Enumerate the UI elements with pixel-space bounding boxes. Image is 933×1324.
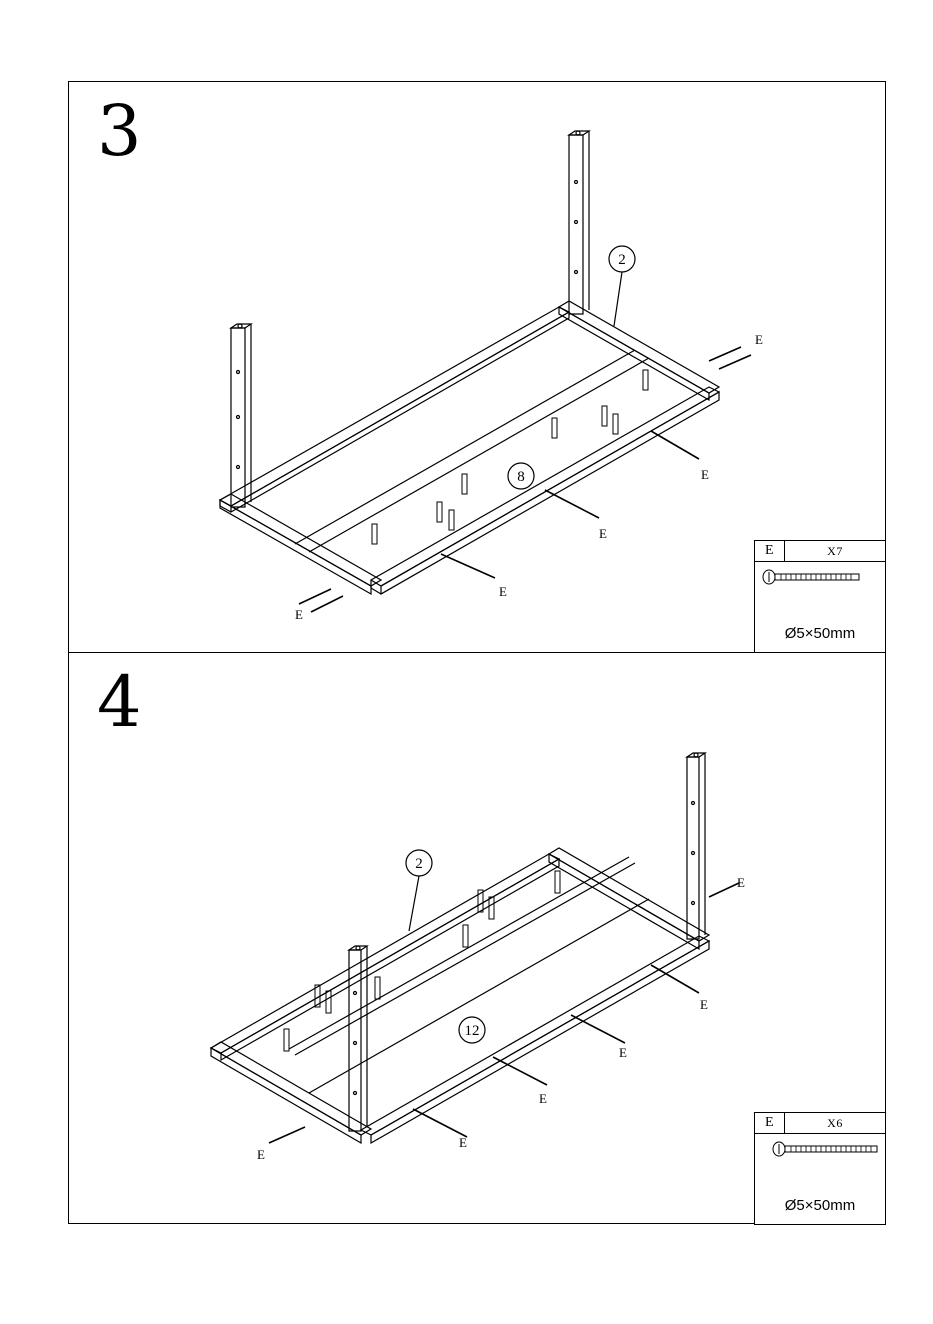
callout-part-2: 2 [415,856,423,872]
callout-part-2: 2 [618,252,626,268]
label-E: E [599,526,607,541]
hardware-letter: E [755,1113,785,1133]
hardware-spec: Ø5×50mm [755,1197,885,1214]
step-3-panel: 3 [68,81,886,653]
screws [269,883,739,1143]
right-end-rail [559,301,719,400]
left-leg [231,324,251,507]
hardware-letter: E [755,541,785,561]
label-E: E [700,997,708,1012]
center-panel [289,857,649,1093]
right-leg [569,131,589,314]
callouts [508,246,635,489]
right-leg [687,753,705,939]
hardware-spec: Ø5×50mm [755,625,885,642]
hardware-quantity: X7 [785,541,885,561]
label-E: E [295,607,303,622]
left-end-rail [211,1042,371,1143]
hardware-header: E X7 [755,541,885,562]
dowels [284,871,560,1051]
label-E: E [701,467,709,482]
callout-part-12: 12 [465,1023,480,1039]
front-rail [361,936,709,1143]
screw-icon [761,569,871,585]
callout-part-8: 8 [517,469,525,485]
hardware-quantity: X6 [785,1113,885,1133]
label-E: E [619,1045,627,1060]
screw-icon [771,1141,887,1157]
label-E: E [459,1135,467,1150]
label-E: E [539,1091,547,1106]
hardware-header: E X6 [755,1113,885,1134]
label-E: E [737,875,745,890]
label-E: E [257,1147,265,1162]
back-rail [211,854,559,1060]
label-E: E [499,584,507,599]
step-4-panel: 4 [68,652,886,1224]
label-E: E [755,332,763,347]
hardware-box: E X6 Ø5×50mm [754,1112,886,1225]
hardware-box: E X7 Ø5×50mm [754,540,886,653]
